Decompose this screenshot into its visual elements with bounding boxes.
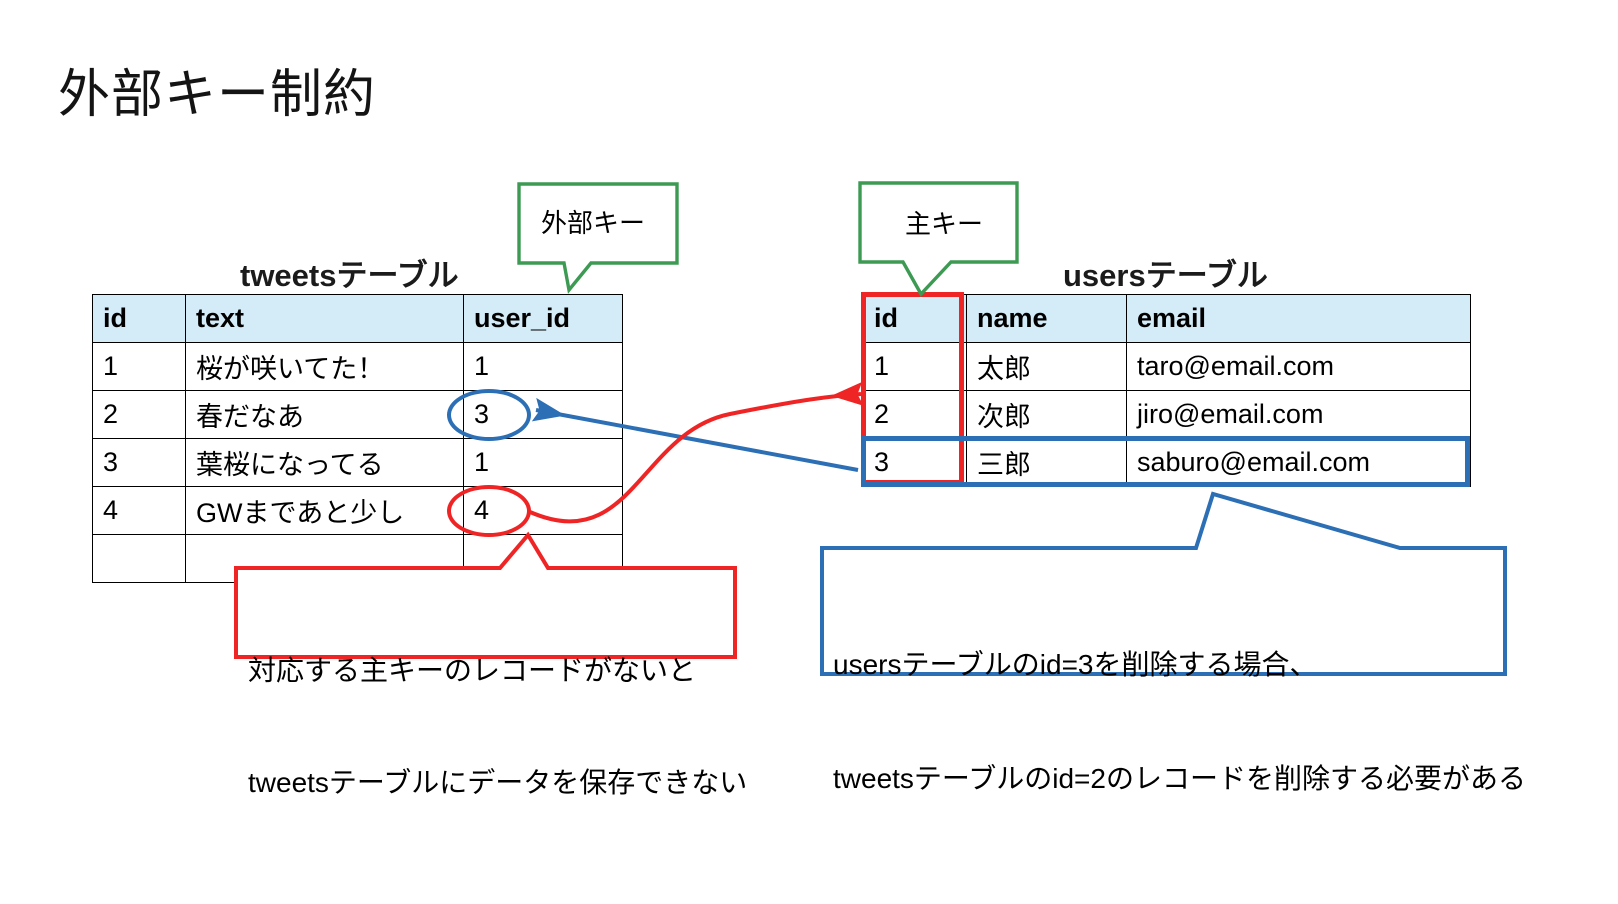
blue-note-line-1: usersテーブルのid=3を削除する場合、 xyxy=(833,649,1318,681)
tweets-cell-id xyxy=(92,534,186,583)
page-title: 外部キー制約 xyxy=(58,66,377,124)
table-row: 1 桜が咲いてた！ 1 xyxy=(92,342,623,391)
tweets-cell-user-id: 1 xyxy=(463,438,623,487)
users-col-header-name: name xyxy=(966,294,1127,343)
red-note-line-1: 対応する主キーのレコードがないと xyxy=(248,655,697,687)
tweets-cell-user-id: 4 xyxy=(463,486,623,535)
users-table: id name email 1 太郎 taro@email.com 2 次郎 j… xyxy=(863,294,1471,487)
tweets-cell-id: 4 xyxy=(92,486,186,535)
tweets-cell-user-id: 3 xyxy=(463,390,623,439)
users-cell-email: saburo@email.com xyxy=(1126,438,1471,487)
red-note-text: 対応する主キーのレコードがないと tweetsテーブルにデータを保存できない xyxy=(248,578,747,876)
users-cell-name: 三郎 xyxy=(966,438,1127,487)
tweets-cell-id: 3 xyxy=(92,438,186,487)
users-cell-name: 次郎 xyxy=(966,390,1127,439)
users-cell-id: 1 xyxy=(863,342,967,391)
table-row: 4 GWまであと少し 4 xyxy=(92,486,623,535)
blue-note-text: usersテーブルのid=3を削除する場合、 tweetsテーブルのid=2のレ… xyxy=(833,570,1526,875)
foreign-key-callout-label: 外部キー xyxy=(541,208,646,238)
table-row: 1 太郎 taro@email.com xyxy=(863,342,1471,391)
tweets-cell-text xyxy=(185,534,464,583)
tweets-col-header-text: text xyxy=(185,294,464,343)
tweets-cell-text: 桜が咲いてた！ xyxy=(185,342,464,391)
users-cell-id: 2 xyxy=(863,390,967,439)
table-row-empty xyxy=(92,534,623,583)
table-row: 3 三郎 saburo@email.com xyxy=(863,438,1471,487)
users-col-header-id: id xyxy=(863,294,967,343)
users-header-row: id name email xyxy=(863,294,1471,343)
users-col-header-email: email xyxy=(1126,294,1471,343)
red-note-line-2: tweetsテーブルにデータを保存できない xyxy=(248,767,748,799)
tweets-cell-text: 葉桜になってる xyxy=(185,438,464,487)
table-row: 3 葉桜になってる 1 xyxy=(92,438,623,487)
primary-key-callout-label: 主キー xyxy=(905,209,984,239)
table-row: 2 次郎 jiro@email.com xyxy=(863,390,1471,439)
tweets-cell-user-id xyxy=(463,534,623,583)
tweets-table-title: tweetsテーブル xyxy=(240,258,459,293)
tweets-cell-id: 1 xyxy=(92,342,186,391)
users-cell-email: jiro@email.com xyxy=(1126,390,1471,439)
users-cell-id: 3 xyxy=(863,438,967,487)
users-cell-email: taro@email.com xyxy=(1126,342,1471,391)
tweets-cell-text: GWまであと少し xyxy=(185,486,464,535)
table-row: 2 春だなあ 3 xyxy=(92,390,623,439)
tweets-header-row: id text user_id xyxy=(92,294,623,343)
blue-note-line-2: tweetsテーブルのid=2のレコードを削除する必要がある xyxy=(833,763,1526,795)
tweets-table: id text user_id 1 桜が咲いてた！ 1 2 春だなあ 3 3 葉… xyxy=(92,294,623,583)
users-table-title: usersテーブル xyxy=(1063,258,1268,293)
tweets-col-header-user-id: user_id xyxy=(463,294,623,343)
tweets-cell-user-id: 1 xyxy=(463,342,623,391)
tweets-cell-text: 春だなあ xyxy=(185,390,464,439)
users-cell-name: 太郎 xyxy=(966,342,1127,391)
tweets-cell-id: 2 xyxy=(92,390,186,439)
tweets-col-header-id: id xyxy=(92,294,186,343)
